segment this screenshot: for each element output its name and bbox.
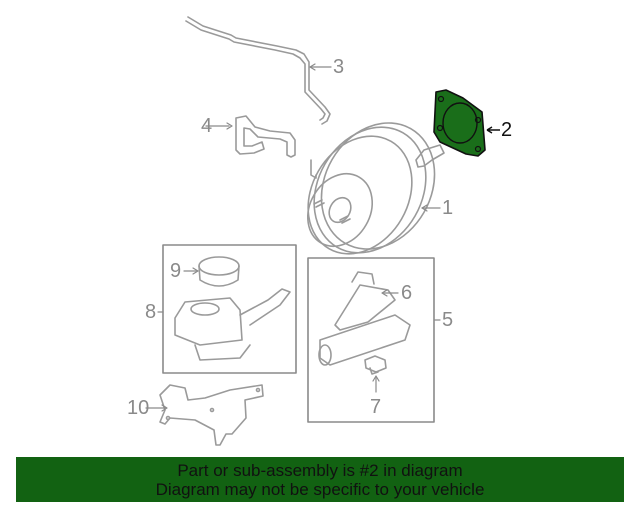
callout-1: 1 (442, 197, 454, 219)
callout-6: 6 (401, 282, 413, 304)
callout-9: 9 (170, 260, 182, 282)
part-1-brake-booster (307, 122, 445, 255)
part-10-bracket (159, 384, 264, 446)
banner-line-disclaimer: Diagram may not be specific to your vehi… (155, 480, 485, 499)
part-3-vacuum-pipe (185, 16, 331, 125)
callout-4: 4 (201, 115, 213, 137)
callout-8: 8 (145, 301, 157, 323)
info-banner: Part or sub-assembly is #2 in diagram Di… (16, 457, 624, 502)
leader-lines (145, 63, 441, 412)
part-2-gasket-highlighted (433, 89, 500, 157)
callout-2: 2 (501, 119, 513, 141)
part-8-reservoir-assembly-box (162, 244, 297, 374)
callout-10: 10 (127, 397, 150, 419)
callout-3: 3 (333, 56, 345, 78)
callout-7: 7 (370, 396, 382, 418)
part-5-master-cylinder-box (307, 257, 435, 423)
callout-5: 5 (442, 309, 454, 331)
banner-line-part-number: Part or sub-assembly is #2 in diagram (177, 461, 463, 480)
part-4-hose (235, 115, 296, 158)
